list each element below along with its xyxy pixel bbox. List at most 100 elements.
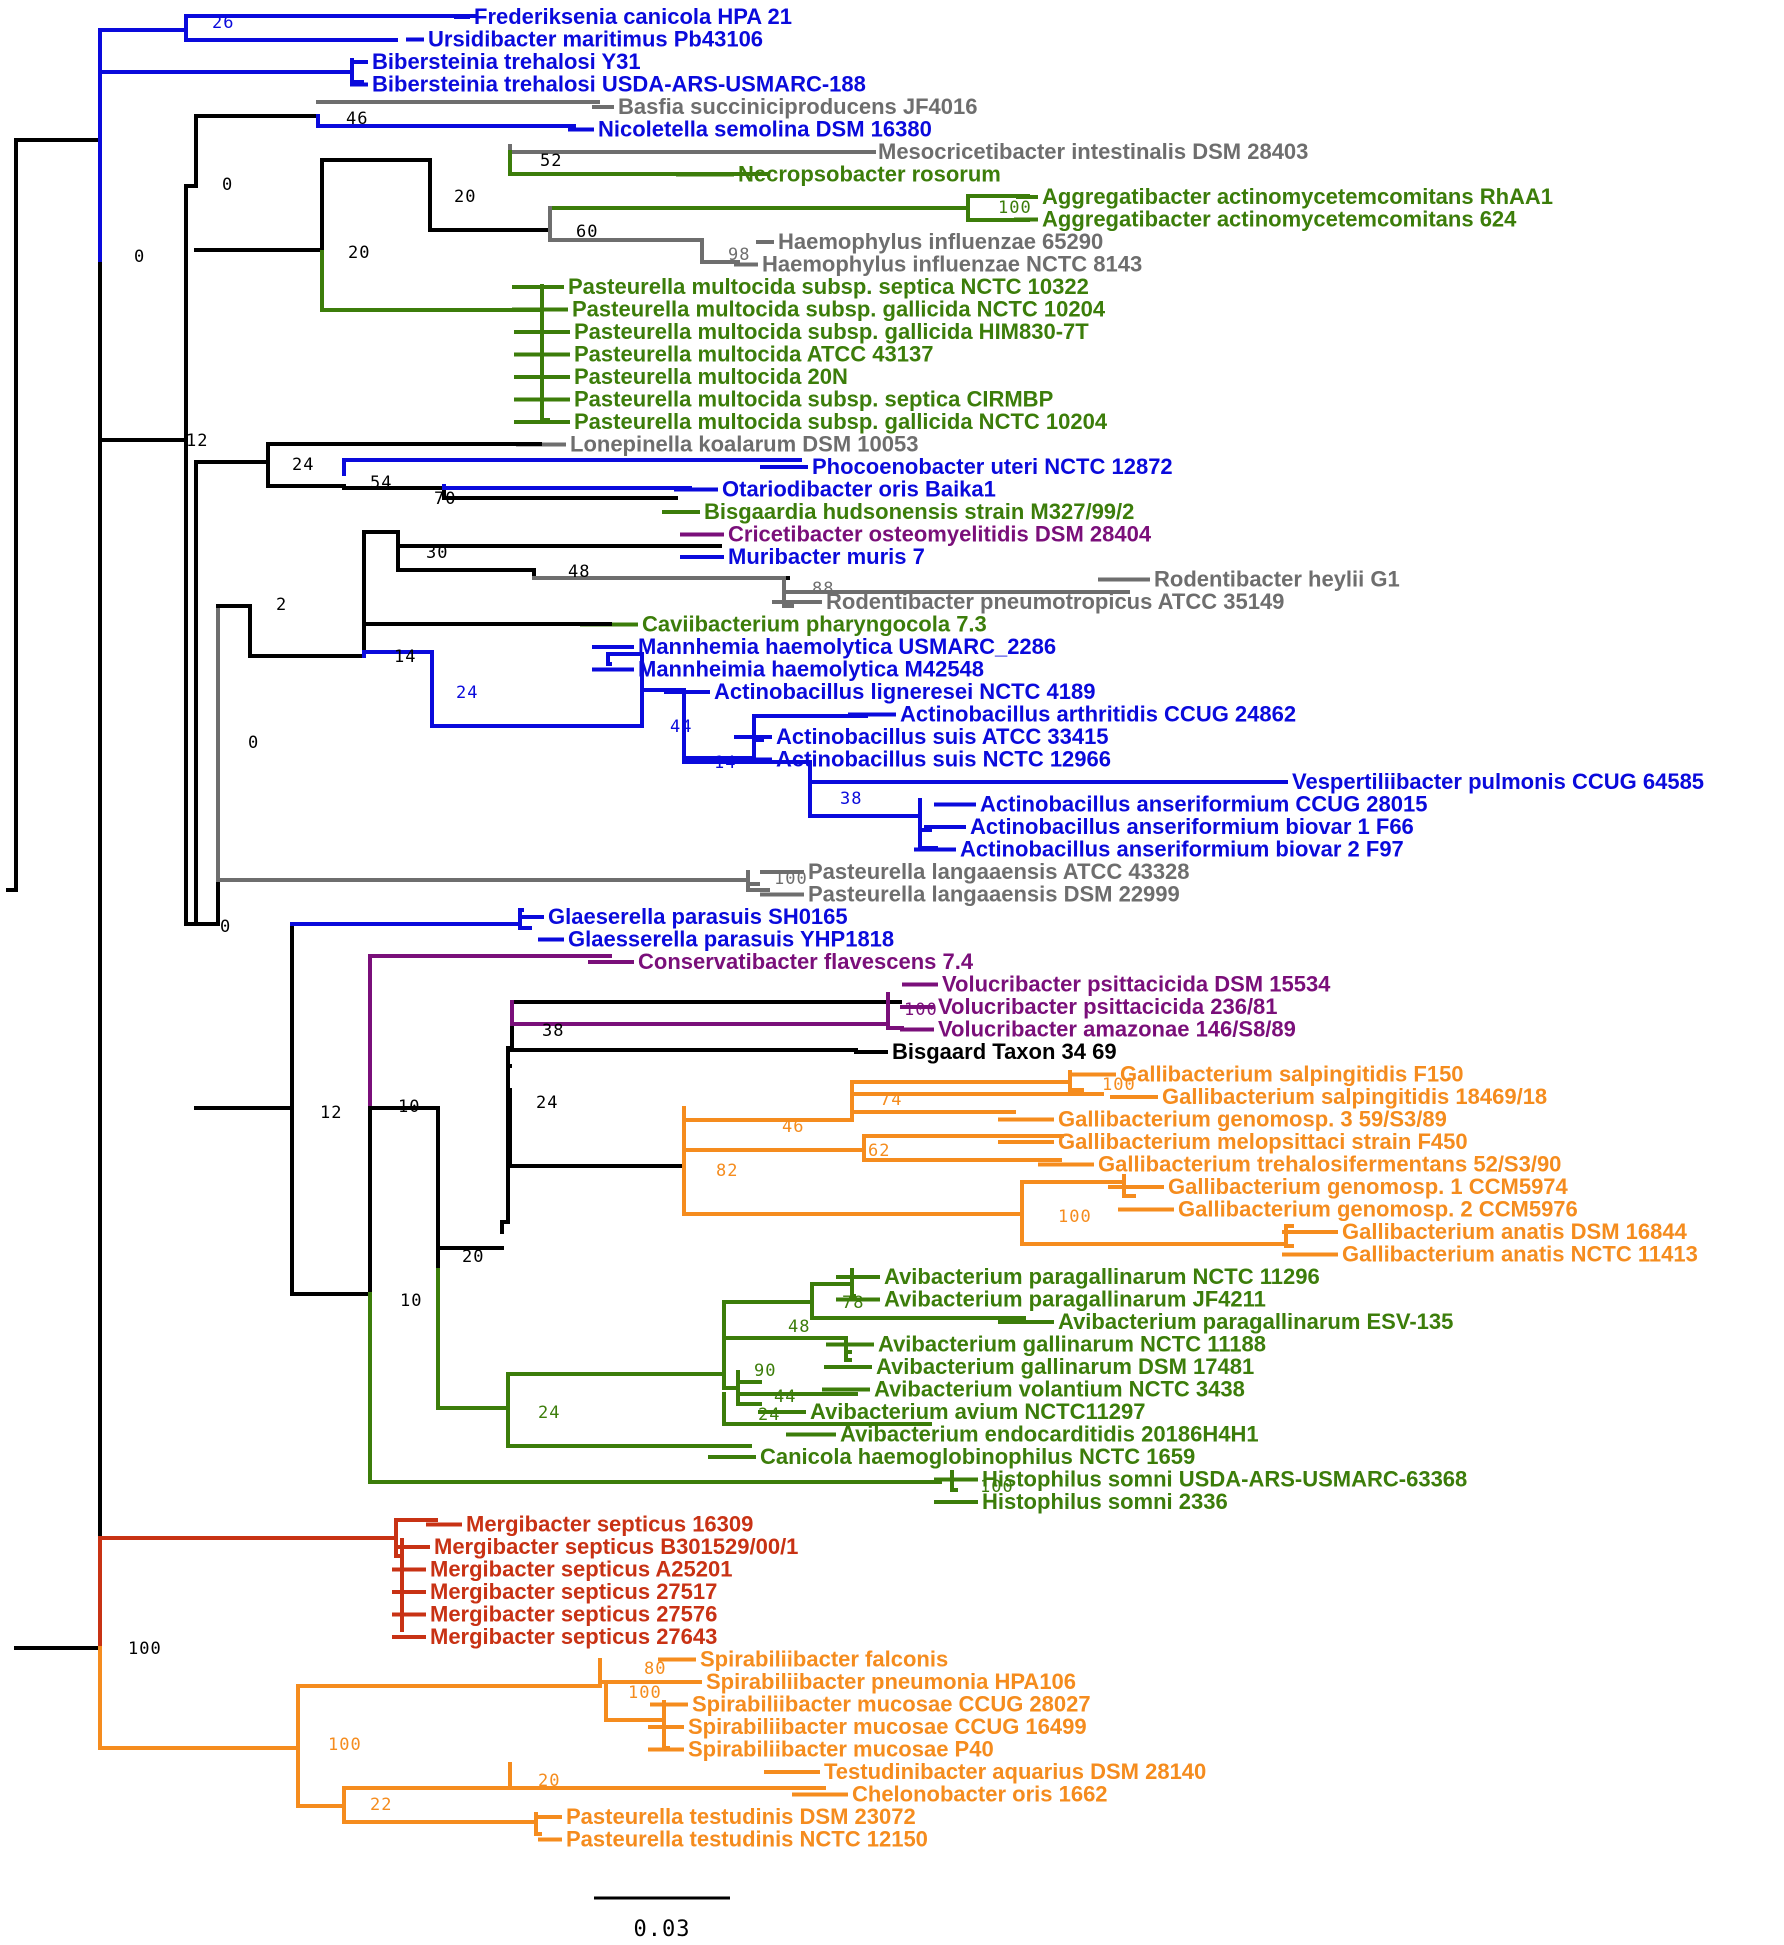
internal-branch — [194, 158, 432, 252]
taxon-label: Caviibacterium pharyngocola 7.3 — [642, 612, 987, 637]
bootstrap-value: 100 — [980, 1477, 1014, 1497]
internal-branch — [850, 1268, 856, 1298]
bootstrap-value: 46 — [782, 1117, 804, 1137]
taxon-label: Avibacterium paragallinarum JF4211 — [884, 1287, 1266, 1312]
bootstrap-value: 48 — [568, 562, 590, 582]
bootstrap-value: 100 — [774, 869, 808, 889]
internal-branch — [368, 1292, 942, 1484]
taxon-label: Avibacterium gallinarum DSM 17481 — [876, 1354, 1254, 1379]
taxon-label: Canicola haemoglobinophilus NCTC 1659 — [760, 1444, 1195, 1469]
bootstrap-value: 100 — [628, 1683, 662, 1703]
bootstrap-value: 90 — [754, 1361, 776, 1381]
internal-branch — [368, 954, 612, 1114]
internal-branch — [506, 1282, 854, 1410]
bootstrap-value: 60 — [576, 222, 598, 242]
taxon-label: Pasteurella langaaensis DSM 22999 — [808, 882, 1180, 907]
internal-branch — [548, 194, 1030, 210]
bootstrap-value: 88 — [812, 579, 834, 599]
taxon-label: Aggregatibacter actinomycetemcomitans Rh… — [1042, 184, 1553, 209]
bootstrap-value: 30 — [426, 543, 448, 563]
taxon-label: Spirabiliibacter mucosae P40 — [688, 1737, 994, 1762]
internal-branch — [808, 780, 922, 818]
taxon-label: Volucribacter amazonae 146/S8/89 — [938, 1017, 1296, 1042]
internal-branch — [850, 1080, 1104, 1096]
internal-branch — [342, 458, 802, 476]
taxon-label: Actinobacillus suis NCTC 12966 — [776, 747, 1111, 772]
taxon-label: Spirabiliibacter mucosae CCUG 16499 — [688, 1714, 1087, 1739]
taxon-label: Rodentibacter pneumotropicus ATCC 35149 — [826, 589, 1284, 614]
bootstrap-value: 24 — [456, 683, 478, 703]
taxon-label: Necropsobacter rosorum — [738, 162, 1001, 187]
internal-branch — [506, 1088, 686, 1168]
bootstrap-value: 12 — [320, 1103, 342, 1123]
taxon-label: Histophilus somni USDA-ARS-USMARC-63368 — [982, 1467, 1467, 1492]
internal-branch — [216, 530, 722, 658]
bootstrap-value: 100 — [904, 1000, 938, 1020]
taxon-label: Gallibacterium salpingitidis 18469/18 — [1162, 1084, 1547, 1109]
internal-branch — [548, 206, 704, 242]
bootstrap-value: 44 — [774, 1387, 796, 1407]
taxon-label: Avibacterium volantium NCTC 3438 — [874, 1377, 1245, 1402]
tree-branches — [6, 14, 1338, 1842]
taxon-label: Actinobacillus anseriformium biovar 2 F9… — [960, 837, 1404, 862]
taxon-label: Gallibacterium genomosp. 3 59/S3/89 — [1058, 1107, 1447, 1132]
bootstrap-value: 24 — [536, 1093, 558, 1113]
internal-branch — [342, 486, 678, 500]
bootstrap-value: 48 — [788, 1317, 810, 1337]
taxon-label: Pasteurella testudinis DSM 23072 — [566, 1804, 916, 1829]
taxon-label: Bibersteinia trehalosi Y31 — [372, 49, 641, 74]
taxon-label: Lonepinella koalarum DSM 10053 — [570, 432, 918, 457]
taxon-label: Gallibacterium salpingitidis F150 — [1120, 1062, 1464, 1087]
scale-bar: 0.03 — [594, 1896, 730, 1942]
internal-branch — [98, 1518, 438, 1650]
internal-branch — [700, 238, 740, 264]
internal-branch — [184, 16, 398, 42]
bootstrap-value: 82 — [716, 1161, 738, 1181]
internal-branch — [508, 150, 768, 176]
internal-branch — [782, 590, 794, 608]
taxon-label: Volucribacter psittacicida 236/81 — [938, 994, 1278, 1019]
taxon-label: Spirabiliibacter mucosae CCUG 28027 — [692, 1692, 1091, 1717]
taxon-label: Avibacterium avium NCTC11297 — [810, 1399, 1145, 1424]
taxon-label: Gallibacterium anatis NCTC 11413 — [1342, 1242, 1698, 1267]
internal-branch — [184, 438, 198, 926]
bootstrap-value: 20 — [462, 1247, 484, 1267]
internal-branch — [532, 576, 1130, 594]
taxon-label: Pasteurella multocida subsp. septica NCT… — [568, 274, 1089, 299]
taxon-label: Haemophylus influenzae NCTC 8143 — [762, 252, 1142, 277]
internal-branch — [540, 284, 550, 422]
bootstrap-value: 46 — [346, 109, 368, 129]
taxon-label: Cricetibacter osteomyelitidis DSM 28404 — [728, 522, 1152, 547]
internal-branch — [362, 622, 612, 658]
taxon-label: Mergibacter septicus B301529/00/1 — [434, 1534, 798, 1559]
bootstrap-value: 24 — [292, 455, 314, 475]
taxon-label: Rodentibacter heylii G1 — [1154, 567, 1400, 592]
internal-branch — [428, 158, 552, 232]
bootstrap-value: 100 — [998, 198, 1032, 218]
taxon-label: Pasteurella multocida ATCC 43137 — [574, 342, 933, 367]
internal-branch — [506, 1406, 752, 1448]
taxon-label: Pasteurella multocida subsp. gallicida N… — [574, 409, 1108, 434]
internal-branch — [350, 58, 364, 84]
taxon-label: Histophilus somni 2336 — [982, 1489, 1228, 1514]
taxon-label: Avibacterium endocarditidis 20186H4H1 — [840, 1422, 1259, 1447]
internal-branch — [1068, 1070, 1084, 1092]
internal-branch — [98, 1646, 602, 1750]
internal-branch — [640, 688, 868, 760]
internal-branch — [606, 652, 612, 666]
taxon-label: Mannhemia haemolytica USMARC_2286 — [638, 634, 1056, 659]
internal-branch — [290, 1106, 372, 1296]
bootstrap-value: 26 — [212, 13, 234, 33]
taxon-label: Pasteurella multocida subsp. septica CIR… — [574, 387, 1053, 412]
taxon-label: Haemophylus influenzae 65290 — [778, 229, 1103, 254]
taxon-labels: Frederiksenia canicola HPA 21Ursidibacte… — [372, 4, 1704, 1852]
taxon-label: Conservatibacter flavescens 7.4 — [638, 949, 974, 974]
taxon-label: Nicoletella semolina DSM 16380 — [598, 117, 932, 142]
taxon-label: Gallibacterium genomosp. 2 CCM5976 — [1178, 1197, 1578, 1222]
internal-branch — [746, 870, 770, 892]
taxon-label: Glaeserella parasuis SH0165 — [548, 904, 848, 929]
internal-branch — [682, 1080, 1072, 1122]
internal-branch — [194, 604, 220, 926]
taxon-label: Chelonobacter oris 1662 — [852, 1782, 1108, 1807]
internal-branch — [736, 1370, 858, 1396]
